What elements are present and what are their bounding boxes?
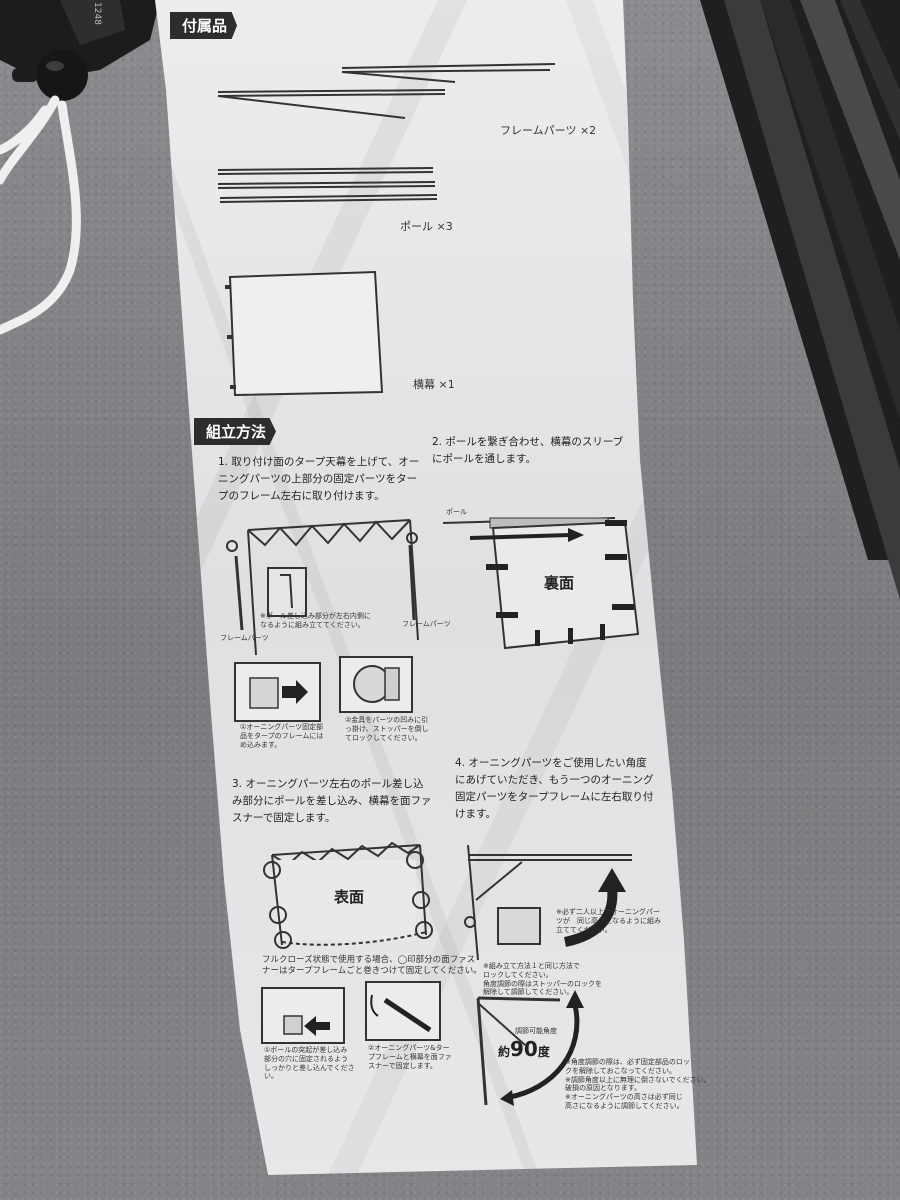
step3-line: スナーで固定します。 [232,812,336,825]
side-curtain-label: 横幕 ×1 [413,378,455,391]
step1-left-label: フレームパーツ [220,634,269,642]
caption-line: しっかりと差し込んでくださ [264,1063,355,1072]
caption-line: プフレームと横幕を面ファ [368,1052,452,1061]
cord-toggle [12,49,88,101]
note-line: ※調節角度以上に無理に倒さないでください。 [565,1075,711,1084]
step2-line: 2. ポールを繋ぎ合わせ、横幕のスリーブ [432,436,624,448]
step4-lift-arrow [563,868,626,947]
angle-prefix: 約 [498,1045,511,1059]
step4-line: 4. オーニングパーツをご使用したい角度 [455,757,647,769]
caption-line: てロックしてください。 [345,733,422,742]
step1-fig-b-caption: ②金具をパーツの凹みに引 っ掛け、ストッパーを倒し てロックしてください。 [345,716,429,742]
step2-back-label: 裏面 [544,574,575,592]
step3-line: み部分にポールを差し込み、横幕を面ファ [232,795,432,808]
step3-front-label: 表面 [334,888,365,906]
caption-line: ②オーニングパーツ&ター [368,1044,450,1052]
accessories-heading: 付属品 [170,12,238,39]
step1-line: ニングパーツの上部分の固定パーツをター [218,473,418,486]
step3-detail-b [365,981,441,1041]
caption-line: 部分の穴に固定されるよう [264,1054,348,1063]
white-drawstring-cord [0,95,81,335]
caption-line: スナーで固定します。 [368,1061,437,1070]
caption-line: っ掛け、ストッパーを倒し [345,724,429,733]
step4-angle-drawing [476,990,584,1106]
note-line: ロックしてください。 [483,970,553,979]
angle-suffix: 度 [537,1045,550,1059]
step1-note: ※ポール差し込み部分が左右内側に なるように組み立ててください。 [260,612,371,630]
step3-detail-a [261,987,345,1044]
step1-detail-b [339,656,413,713]
step1-note-line: ※ポール差し込み部分が左右内側に [260,612,371,620]
poles-label: ポール ×3 [400,220,453,233]
caption-line: い。 [264,1072,278,1081]
step1-detail-a [234,662,321,722]
caption-line: 品をタープのフレームには [240,731,324,740]
step3-note-line: ナーはタープフレームごと巻きつけて固定してください。 [262,965,482,976]
caption-line: ①オーニングパーツ固定部 [240,723,324,731]
step4-angle-small-label: 調節可能角度 [515,1027,557,1035]
note-line: クを解除しておこなってください。 [565,1066,677,1075]
step3-note: フルクローズ状態で使用する場合、◯印部分の面ファス ナーはタープフレームごと巻き… [262,955,482,976]
note-line: ツが 同じ高さになるように組み [556,916,661,925]
step4-awning-drawing [464,844,632,961]
step2-line: にポールを通します。 [432,453,536,466]
poles-drawing [217,167,438,203]
step4-note-c: ※角度調節の際は、必ず固定部品のロッ クを解除しておこなってください。 ※調節角… [565,1058,711,1111]
frame-parts-drawing [217,63,556,119]
step1-frame-drawing [226,519,419,656]
step4-angle-label: 約90度 [498,1037,550,1062]
caption-line: め込みます。 [240,740,282,749]
step3-fig-b-caption: ②オーニングパーツ&ター プフレームと横幕を面ファ スナーで固定します。 [368,1044,452,1070]
black-tent-poles [700,0,900,600]
note-line: 解除して調節してください。 [483,988,574,997]
note-line: ※組み立て方法１と同じ方法で [483,962,580,970]
side-curtain-drawing [225,270,384,397]
storage-bag-corner [0,0,160,80]
step1-line: プのフレーム左右に取り付けます。 [218,490,385,503]
step4-line: 固定パーツをタープフレームに左右取り付 [455,791,654,804]
frame-parts-label: フレームパーツ ×2 [500,124,597,137]
angle-value: 90 [510,1037,538,1061]
note-line: ※角度調節の際は、必ず固定部品のロッ [565,1058,690,1066]
step3-line: 3. オーニングパーツ左右のポール差し込 [232,778,424,790]
assembly-heading: 組立方法 [194,418,277,445]
note-line: 立ててください。 [556,925,612,934]
step4-line: にあげていただき、もう一つのオーニング [455,774,654,787]
note-line: ※必ず二人以上でオーニングパー [556,908,660,916]
step2-curtain-drawing [442,517,640,650]
corner-code: 1248 [92,2,102,25]
step3-text: 3. オーニングパーツ左右のポール差し込 み部分にポールを差し込み、横幕を面ファ… [232,778,432,825]
step2-pole-label: ポール [446,508,467,516]
step4-note-b: ※組み立て方法１と同じ方法で ロックしてください。 角度調節の際はストッパーのロ… [483,962,602,997]
caption-line: ②金具をパーツの凹みに引 [345,716,429,724]
step3-frame-drawing [263,841,433,949]
caption-line: ①ポールの突起が差し込み [264,1046,348,1054]
note-line: 高さになるように調節してください。 [565,1101,684,1110]
step2-text: 2. ポールを繋ぎ合わせ、横幕のスリーブ にポールを通します。 [432,436,623,466]
step1-right-label: フレームパーツ [402,620,451,628]
note-line: 破損の原因となります。 [565,1084,642,1093]
note-line: ※オーニングパーツの高さは必ず同じ [565,1093,683,1101]
step1-fig-a-caption: ①オーニングパーツ固定部 品をタープのフレームには め込みます。 [240,723,323,749]
step3-note-line: フルクローズ状態で使用する場合、◯印部分の面ファス [262,955,476,965]
step4-line: けます。 [455,808,496,821]
note-line: 角度調節の際はストッパーのロックを [483,979,602,988]
step4-text: 4. オーニングパーツをご使用したい角度 にあげていただき、もう一つのオーニング… [455,757,653,822]
step3-fig-a-caption: ①ポールの突起が差し込み 部分の穴に固定されるよう しっかりと差し込んでくださ … [264,1046,355,1081]
step1-line: 1. 取り付け面のタープ天幕を上げて、オー [218,456,420,468]
step1-note-line: なるように組み立ててください。 [260,620,365,629]
step4-note-a: ※必ず二人以上でオーニングパー ツが 同じ高さになるように組み 立ててください。 [556,908,661,934]
step1-text: 1. 取り付け面のタープ天幕を上げて、オー ニングパーツの上部分の固定パーツをタ… [218,456,419,503]
